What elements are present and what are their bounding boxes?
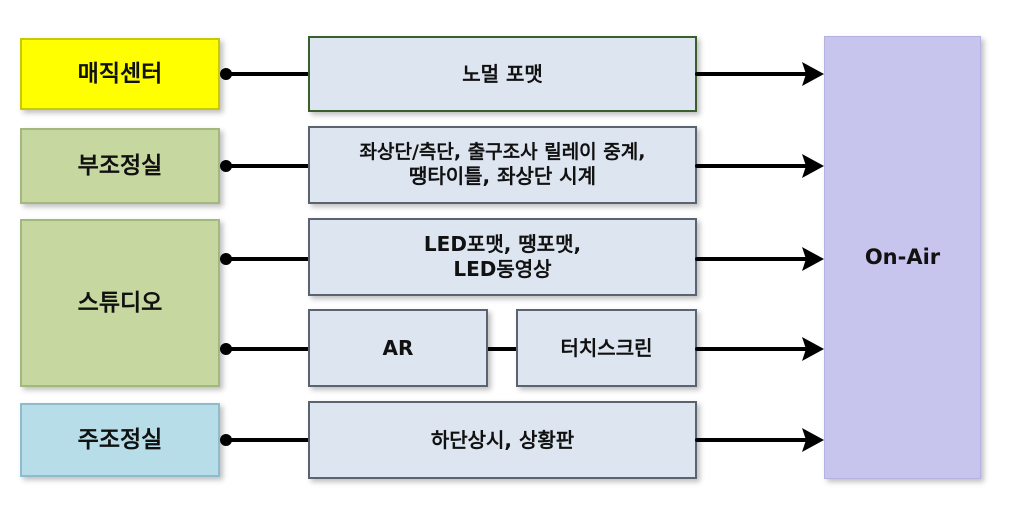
on-air-label: On-Air bbox=[864, 245, 941, 270]
led-format-box: LED포맷, 땡포맷, LED동영상 bbox=[308, 218, 697, 296]
normal-format-label: 노멀 포맷 bbox=[462, 61, 543, 86]
arrow-head-3 bbox=[802, 247, 824, 271]
connector-dot-magic-center bbox=[220, 68, 232, 80]
magic-center-label: 매직센터 bbox=[77, 60, 163, 87]
connector-dot-studio-led bbox=[220, 253, 232, 265]
lower-third-label: 하단상시, 상황판 bbox=[430, 427, 575, 452]
lower-third-box: 하단상시, 상황판 bbox=[308, 401, 697, 479]
studio-label: 스튜디오 bbox=[77, 289, 163, 316]
magic-center-box: 매직센터 bbox=[20, 38, 220, 110]
touchscreen-label: 터치스크린 bbox=[560, 335, 653, 360]
ar-box: AR bbox=[308, 309, 488, 387]
connector-dot-studio-ar bbox=[220, 343, 232, 355]
arrow-head-5 bbox=[802, 428, 824, 452]
master-control-room-label: 주조정실 bbox=[77, 426, 163, 453]
touchscreen-box: 터치스크린 bbox=[516, 309, 697, 387]
connector-dot-sub-control bbox=[220, 160, 232, 172]
led-format-line-2: LED동영상 bbox=[453, 257, 552, 281]
on-air-box: On-Air bbox=[824, 36, 981, 479]
led-format-line-1: LED포맷, 땡포맷, bbox=[423, 232, 582, 256]
normal-format-box: 노멀 포맷 bbox=[308, 36, 697, 112]
sub-control-room-box: 부조정실 bbox=[20, 128, 220, 204]
ar-label: AR bbox=[382, 335, 414, 360]
sub-graphics-line-2: 땡타이틀, 좌상단 시계 bbox=[408, 164, 597, 189]
sub-graphics-box: 좌상단/측단, 출구조사 릴레이 중계, 땡타이틀, 좌상단 시계 bbox=[308, 126, 697, 204]
arrow-head-2 bbox=[802, 154, 824, 178]
sub-control-room-label: 부조정실 bbox=[77, 152, 163, 179]
connector-dot-master-control bbox=[220, 434, 232, 446]
arrow-head-4 bbox=[802, 337, 824, 361]
arrow-head-1 bbox=[802, 62, 824, 86]
sub-graphics-line-1: 좌상단/측단, 출구조사 릴레이 중계, bbox=[359, 140, 646, 163]
master-control-room-box: 주조정실 bbox=[20, 403, 220, 477]
studio-box: 스튜디오 bbox=[20, 219, 220, 387]
